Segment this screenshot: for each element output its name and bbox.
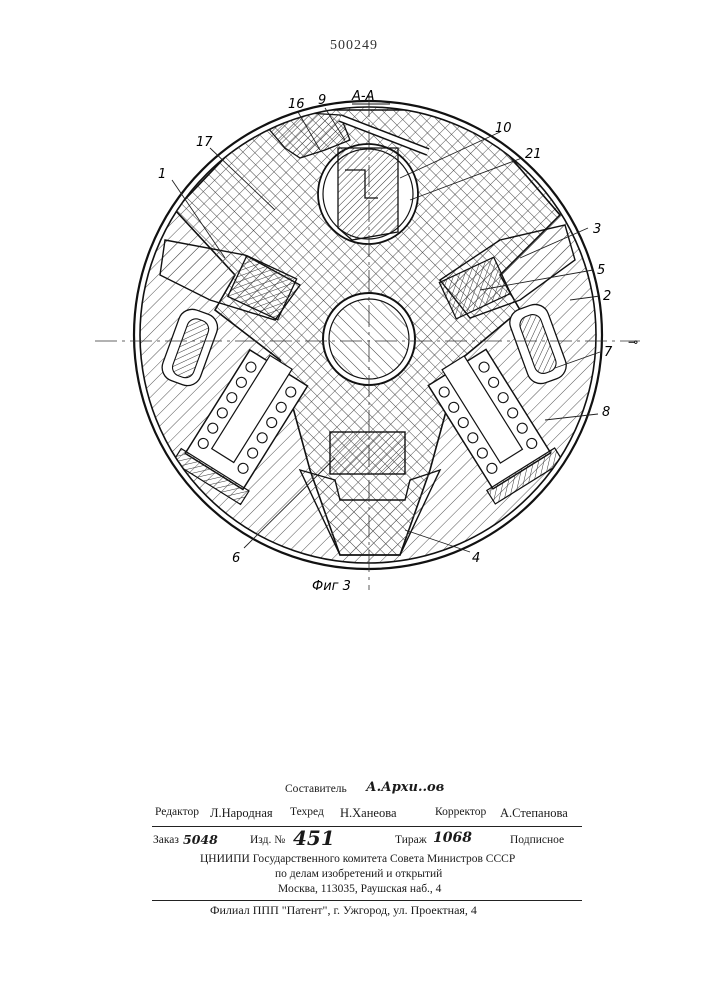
techred-name: Н.Ханеова [340, 806, 397, 821]
callout-9: 9 [318, 93, 326, 108]
top-key [338, 148, 398, 240]
corrector-label: Корректор [435, 806, 486, 818]
org-line3: Москва, 113035, Раушская наб., 4 [278, 883, 441, 895]
callout-17: 17 [196, 135, 213, 150]
callout-6: 6 [232, 551, 240, 566]
editor-name: Л.Народная [210, 806, 273, 821]
techred-label: Техред [290, 806, 324, 818]
section-label: А-А [351, 89, 374, 104]
rule-top [152, 826, 582, 827]
callout-7: 7 [604, 345, 613, 360]
callout-10: 10 [495, 121, 512, 136]
branch-line: Филиал ППП "Патент", г. Ужгород, ул. Про… [210, 903, 477, 918]
callout-8: 8 [602, 405, 610, 420]
org-line1: ЦНИИПИ Государственного комитета Совета … [200, 853, 515, 865]
compiler-label: Составитель [285, 783, 347, 795]
callout-3: 3 [593, 222, 601, 237]
rule-bottom [152, 900, 582, 901]
callout-16: 16 [288, 97, 305, 112]
compiler-name: А.Архи..ов [366, 780, 444, 795]
cross-section-drawing: ⊸ 16 9 10 17 21 1 3 5 2 7 8 6 4 А-А Фиг … [0, 0, 707, 620]
callout-4: 4 [472, 551, 480, 566]
callout-5: 5 [597, 263, 605, 278]
issue-value: 451 [293, 826, 335, 850]
corrector-name: А.Степанова [500, 806, 568, 821]
print-run-label: Тираж [395, 834, 427, 846]
figure-caption: Фиг 3 [312, 579, 351, 594]
bottom-slot-block [330, 432, 405, 474]
issue-label: Изд. № [250, 834, 285, 846]
order-value: 5048 [183, 832, 218, 847]
callout-1: 1 [158, 167, 166, 182]
editor-label: Редактор [155, 806, 199, 818]
subscription: Подписное [510, 834, 564, 846]
org-line2: по делам изобретений и открытий [275, 868, 442, 880]
print-run-value: 1068 [433, 830, 472, 846]
callout-2: 2 [603, 289, 611, 304]
callout-21: 21 [525, 147, 542, 162]
order-label: Заказ [153, 834, 179, 846]
axis-arrow-mark: ⊸ [628, 335, 638, 349]
